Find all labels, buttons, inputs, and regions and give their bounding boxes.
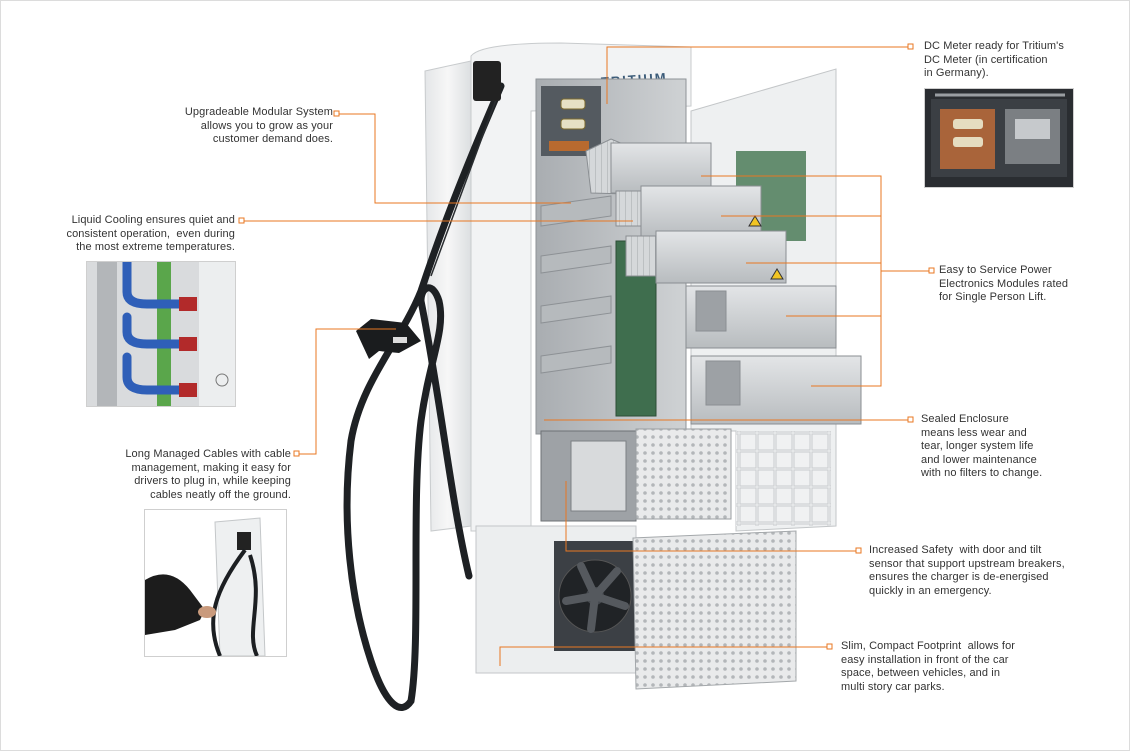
callout-power-modules: Easy to Service Power Electronics Module…	[939, 264, 1069, 303]
dc-meter-photo	[924, 88, 1074, 188]
callout-liquid-cooling: Liquid Cooling ensures quiet and consist…	[66, 214, 235, 253]
callout-modular-system: Upgradeable Modular System allows you to…	[184, 106, 333, 145]
mesh-panel	[632, 530, 797, 690]
callout-dc-meter: DC Meter ready for Tritium's DC Meter (i…	[924, 40, 1064, 79]
charger-body	[470, 42, 692, 532]
callout-increased-safety: Increased Safety with door and tilt sens…	[869, 544, 1065, 597]
leader-modular	[338, 113, 571, 204]
power-module-stack	[585, 138, 862, 425]
leader-footprint	[499, 646, 829, 666]
leader-power-a	[701, 175, 882, 387]
leader-cables	[296, 328, 396, 455]
callout-managed-cables: Long Managed Cables with cable managemen…	[125, 448, 291, 501]
callout-compact-footprint: Slim, Compact Footprint allows for easy …	[841, 640, 1016, 693]
callout-sealed-enclosure: Sealed Enclosure means less wear and tea…	[921, 413, 1043, 479]
charging-cable	[343, 82, 505, 711]
liquid-cooling-photo	[86, 261, 236, 407]
cable-handling-photo	[144, 509, 287, 657]
leader-dc-meter	[606, 46, 910, 104]
leader-safety	[565, 481, 858, 552]
